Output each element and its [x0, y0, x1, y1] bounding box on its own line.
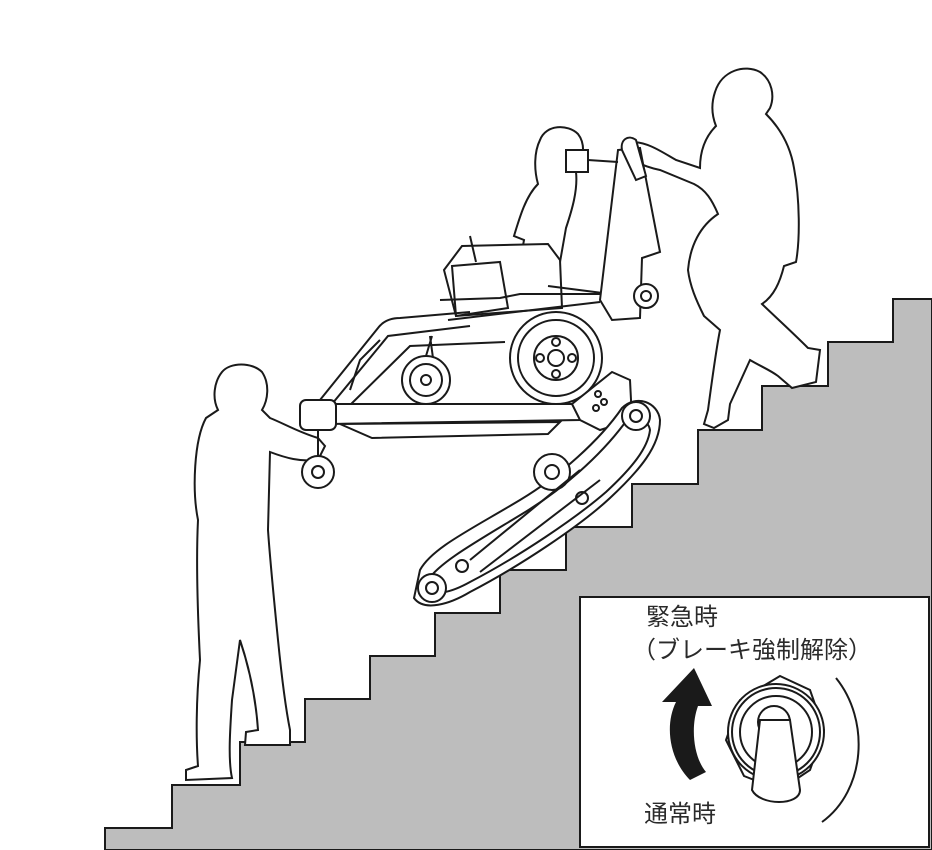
rear-wheel — [509, 311, 603, 405]
upper-helper-figure — [623, 67, 822, 430]
brake-release-label: （ブレーキ強制解除） — [632, 636, 872, 664]
curved-arrow-icon — [662, 668, 712, 780]
emergency-label: 緊急時 — [646, 603, 718, 631]
toggle-switch-icon — [724, 674, 860, 823]
crawler-track — [412, 399, 662, 607]
stair-climber-platform — [299, 370, 634, 489]
normal-label: 通常時 — [644, 800, 716, 828]
lower-helper-figure — [185, 363, 327, 782]
front-caster-wheel — [401, 335, 451, 405]
rear-handle-column — [565, 136, 662, 322]
wheelchair — [319, 235, 627, 411]
